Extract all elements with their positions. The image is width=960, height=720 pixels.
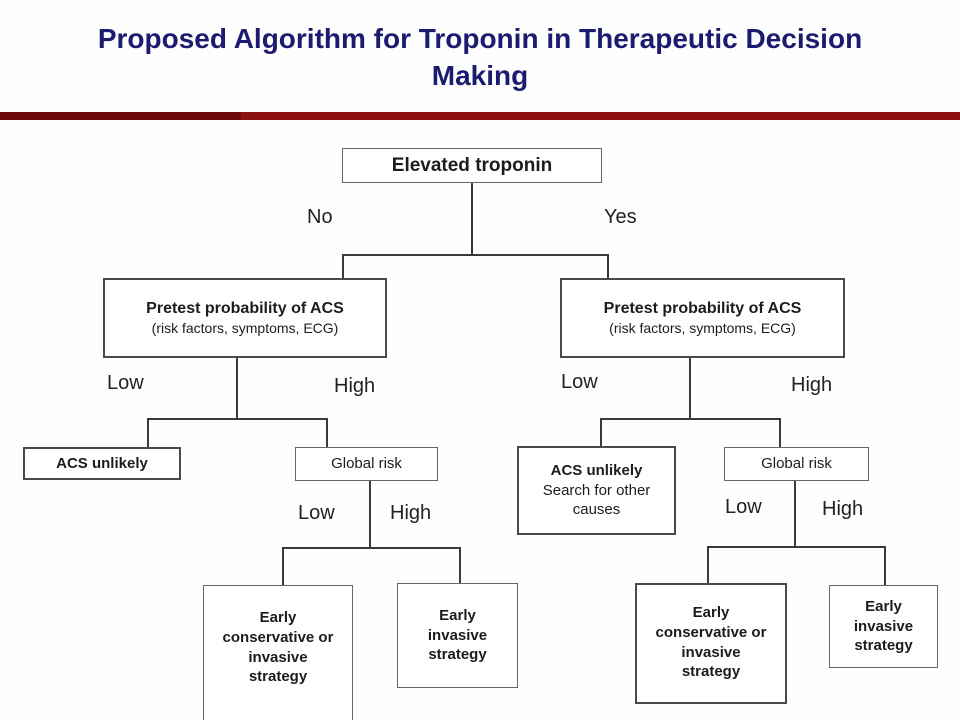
connector (342, 254, 344, 279)
node-pretest-left-subtitle: (risk factors, symptoms, ECG) (151, 320, 339, 337)
node-pretest-right: Pretest probability of ACS (risk factors… (560, 278, 845, 358)
node-global-risk-right-label: Global risk (761, 455, 832, 473)
title-divider-bar (0, 112, 960, 120)
node-acs-unlikely-right-note: Search for other causes (542, 481, 651, 519)
connector (236, 358, 238, 419)
node-acs-unlikely-left-label: ACS unlikely (56, 454, 148, 472)
connector (707, 546, 709, 583)
node-pretest-right-title: Pretest probability of ACS (603, 300, 802, 318)
node-pretest-left: Pretest probability of ACS (risk factors… (103, 278, 387, 358)
flowchart: Elevated troponin No Yes Pretest probabi… (0, 130, 960, 720)
connector (369, 481, 371, 548)
connector (607, 254, 609, 279)
connector (707, 546, 886, 548)
connector (342, 254, 609, 256)
node-elevated-troponin: Elevated troponin (342, 148, 602, 183)
node-pretest-right-subtitle: (risk factors, symptoms, ECG) (609, 320, 796, 337)
connector (326, 418, 328, 447)
node-global-risk-left: Global risk (295, 447, 438, 481)
edge-label-high-left2: High (390, 502, 432, 524)
connector (459, 547, 461, 583)
node-elevated-troponin-label: Elevated troponin (391, 154, 553, 176)
edge-label-high-right1: High (791, 374, 833, 396)
connector (600, 418, 781, 420)
node-early-invasive-right-label: Early invasive strategy (853, 597, 914, 655)
connector (471, 183, 473, 255)
node-early-conservative-left-label: Early conservative or invasive strategy (222, 609, 334, 686)
edge-label-high-right2: High (822, 498, 864, 520)
node-global-risk-right: Global risk (724, 447, 869, 481)
connector (147, 418, 328, 420)
node-acs-unlikely-right-label: ACS unlikely (550, 461, 643, 479)
node-acs-unlikely-right: ACS unlikely Search for other causes (517, 446, 676, 535)
connector (282, 547, 461, 549)
edge-label-low-right2: Low (725, 496, 762, 518)
node-early-conservative-right-label: Early conservative or invasive strategy (655, 604, 767, 681)
title-line-2: Making (431, 60, 529, 91)
connector (689, 358, 691, 419)
connector (147, 418, 149, 447)
node-early-invasive-left-label: Early invasive strategy (427, 606, 488, 664)
connector (600, 418, 602, 446)
edge-label-low-left2: Low (298, 502, 335, 524)
edge-label-yes: Yes (604, 206, 637, 228)
connector (884, 546, 886, 585)
node-early-invasive-right: Early invasive strategy (829, 585, 938, 668)
node-pretest-left-title: Pretest probability of ACS (146, 300, 344, 318)
node-global-risk-left-label: Global risk (331, 455, 402, 473)
edge-label-no: No (307, 206, 333, 228)
title-line-1: Proposed Algorithm for Troponin in Thera… (97, 23, 863, 54)
connector (794, 481, 796, 547)
connector (282, 547, 284, 585)
node-early-conservative-right: Early conservative or invasive strategy (635, 583, 787, 704)
connector (779, 418, 781, 447)
edge-label-high-left1: High (334, 375, 376, 397)
page-title: Proposed Algorithm for Troponin in Thera… (0, 20, 960, 94)
node-acs-unlikely-left: ACS unlikely (23, 447, 181, 480)
node-early-invasive-left: Early invasive strategy (397, 583, 518, 688)
node-early-conservative-left: Early conservative or invasive strategy (203, 585, 353, 720)
edge-label-low-right1: Low (561, 371, 598, 393)
edge-label-low-left1: Low (107, 372, 144, 394)
